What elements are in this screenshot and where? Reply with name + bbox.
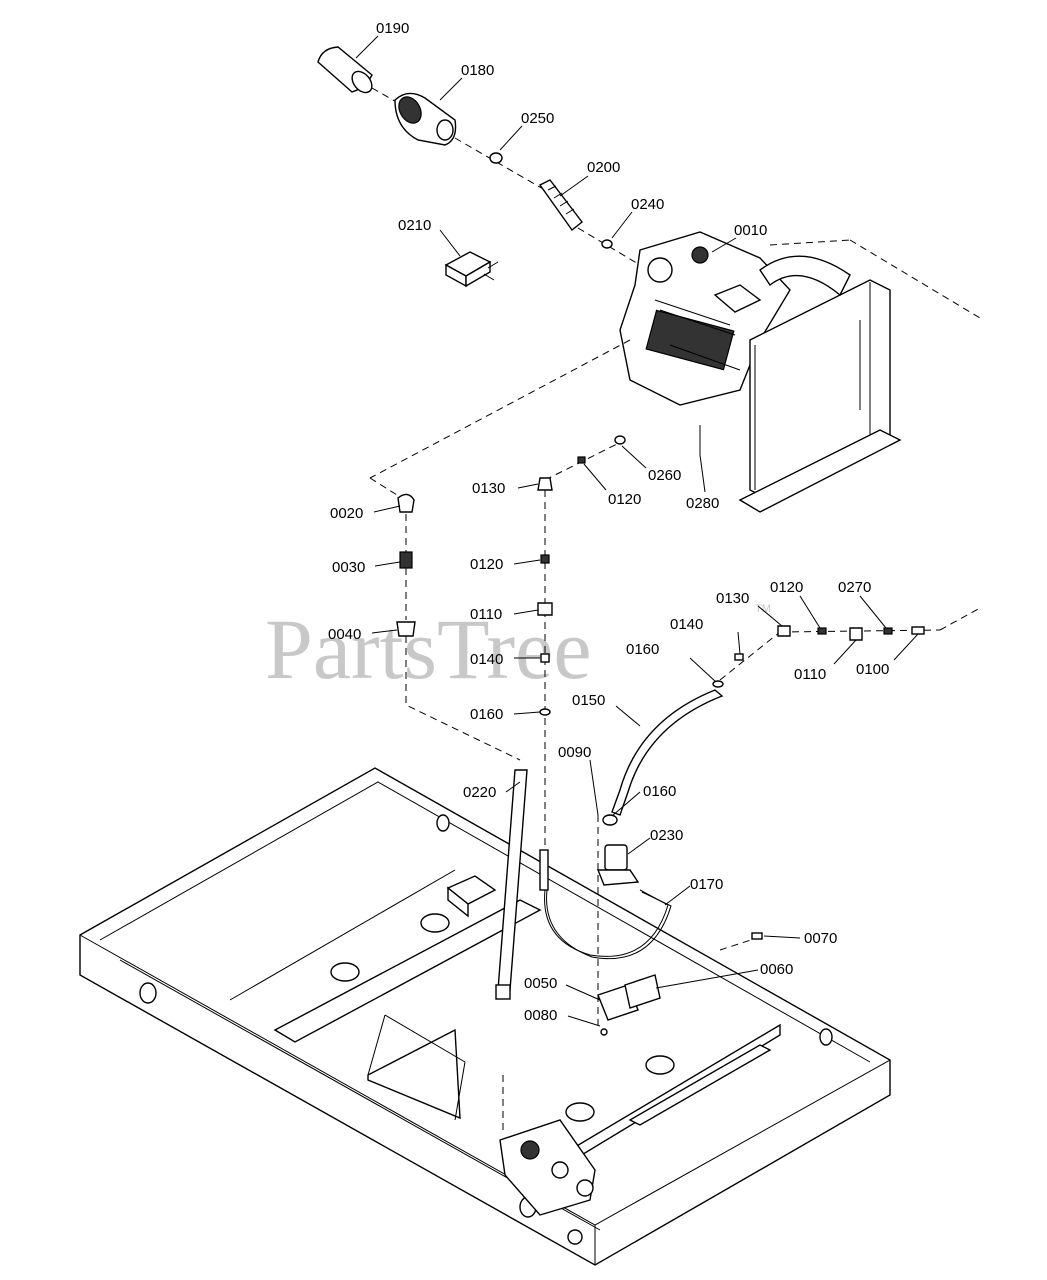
elbow-0020 bbox=[397, 493, 415, 513]
watermark-tm: TM bbox=[755, 603, 771, 615]
callout-0210: 0210 bbox=[398, 217, 431, 234]
fitting-0260 bbox=[614, 435, 626, 445]
junction-box-side bbox=[447, 886, 469, 918]
callout-0030: 0030 bbox=[332, 559, 365, 576]
callout-0070: 0070 bbox=[804, 930, 837, 947]
leader-lines bbox=[355, 35, 919, 1027]
callout-0230: 0230 bbox=[650, 827, 683, 844]
callout-labels: 0190 0180 0250 0200 0240 0210 0010 0260 … bbox=[328, 20, 889, 1024]
hose-0220-end bbox=[495, 984, 511, 1000]
ref-line bbox=[369, 339, 631, 479]
fitting-0140-mid bbox=[540, 653, 550, 663]
callout-0090: 0090 bbox=[558, 744, 591, 761]
callout-0110-a: 0110 bbox=[470, 606, 502, 623]
callout-0240: 0240 bbox=[631, 196, 664, 213]
fuel-line-dash bbox=[544, 439, 626, 481]
hose-0150 bbox=[611, 689, 724, 816]
bracket-0060 bbox=[624, 974, 661, 1009]
tee-0110-right bbox=[849, 627, 863, 641]
callout-0130-b: 0130 bbox=[716, 590, 749, 607]
callout-0270: 0270 bbox=[838, 579, 871, 596]
fitting-0120-top bbox=[577, 456, 586, 464]
fitting-0100 bbox=[911, 626, 925, 635]
fitting-0140-right bbox=[734, 653, 744, 661]
callout-0100: 0100 bbox=[856, 661, 889, 678]
callout-0250: 0250 bbox=[521, 110, 554, 127]
mount-3 bbox=[645, 1055, 675, 1075]
callout-0200: 0200 bbox=[587, 159, 620, 176]
callout-0160-b: 0160 bbox=[626, 641, 659, 658]
bolt-0070 bbox=[751, 932, 763, 940]
fitting-0120-mid bbox=[540, 554, 550, 564]
watermark-text: PartsTree bbox=[265, 601, 592, 697]
fitting-0270 bbox=[883, 627, 893, 635]
axis-line bbox=[719, 631, 781, 681]
callout-0160-a: 0160 bbox=[470, 706, 503, 723]
callout-0170: 0170 bbox=[690, 876, 723, 893]
gas-regulator bbox=[499, 1119, 596, 1216]
callout-0010: 0010 bbox=[734, 222, 767, 239]
nut-0080 bbox=[600, 1028, 608, 1036]
callout-0050: 0050 bbox=[524, 975, 557, 992]
elbow-0130-right bbox=[777, 625, 791, 637]
vent-pipe bbox=[539, 849, 549, 891]
callout-0120-a: 0120 bbox=[608, 491, 641, 508]
radiator-housing bbox=[738, 255, 902, 513]
callout-0040: 0040 bbox=[328, 626, 361, 643]
wire-0170b bbox=[546, 889, 672, 960]
clamp-0250 bbox=[489, 152, 503, 164]
callout-0120-c: 0120 bbox=[770, 579, 803, 596]
elbow-0130-top bbox=[537, 477, 553, 491]
solenoid-0230 bbox=[596, 814, 640, 886]
callout-0160-c: 0160 bbox=[643, 783, 676, 800]
axis-line bbox=[454, 137, 546, 191]
callout-0140-b: 0140 bbox=[670, 616, 703, 633]
callout-0150: 0150 bbox=[572, 692, 605, 709]
relay-0210 bbox=[444, 251, 499, 288]
ref-line bbox=[849, 239, 981, 319]
clamp-0240 bbox=[601, 239, 613, 249]
air-filter-element bbox=[317, 46, 373, 94]
callout-0120-b: 0120 bbox=[470, 556, 503, 573]
callout-0080: 0080 bbox=[524, 1007, 557, 1024]
wire-0170 bbox=[544, 889, 669, 957]
callout-0220: 0220 bbox=[463, 784, 496, 801]
callout-0140-a: 0140 bbox=[470, 651, 503, 668]
fitting-0160-mid bbox=[539, 708, 551, 716]
fitting-0030 bbox=[399, 551, 413, 569]
callout-0260: 0260 bbox=[648, 467, 681, 484]
battery-tray bbox=[367, 1028, 461, 1120]
callout-0130-a: 0130 bbox=[472, 480, 505, 497]
ref-line bbox=[769, 239, 851, 246]
base-frame bbox=[79, 767, 891, 1266]
fitting-0160-right bbox=[712, 680, 724, 688]
fitting-0120-right bbox=[817, 627, 827, 635]
mount-2 bbox=[420, 913, 450, 933]
callout-0020: 0020 bbox=[330, 505, 363, 522]
mount-1 bbox=[330, 962, 360, 982]
fitting-0040 bbox=[396, 621, 416, 637]
intake-hose bbox=[538, 179, 583, 232]
mount-4 bbox=[565, 1102, 595, 1122]
callout-0280: 0280 bbox=[686, 495, 719, 512]
battery-holddown bbox=[367, 1014, 466, 1121]
callout-0060: 0060 bbox=[760, 961, 793, 978]
callout-0190: 0190 bbox=[376, 20, 409, 37]
tee-0110-mid bbox=[537, 602, 553, 616]
air-cleaner-housing bbox=[394, 92, 457, 146]
callout-0110-b: 0110 bbox=[794, 666, 826, 683]
engine-assembly bbox=[619, 231, 791, 406]
ref-line bbox=[369, 477, 406, 501]
callout-0180: 0180 bbox=[461, 62, 494, 79]
axis-line bbox=[939, 607, 981, 631]
